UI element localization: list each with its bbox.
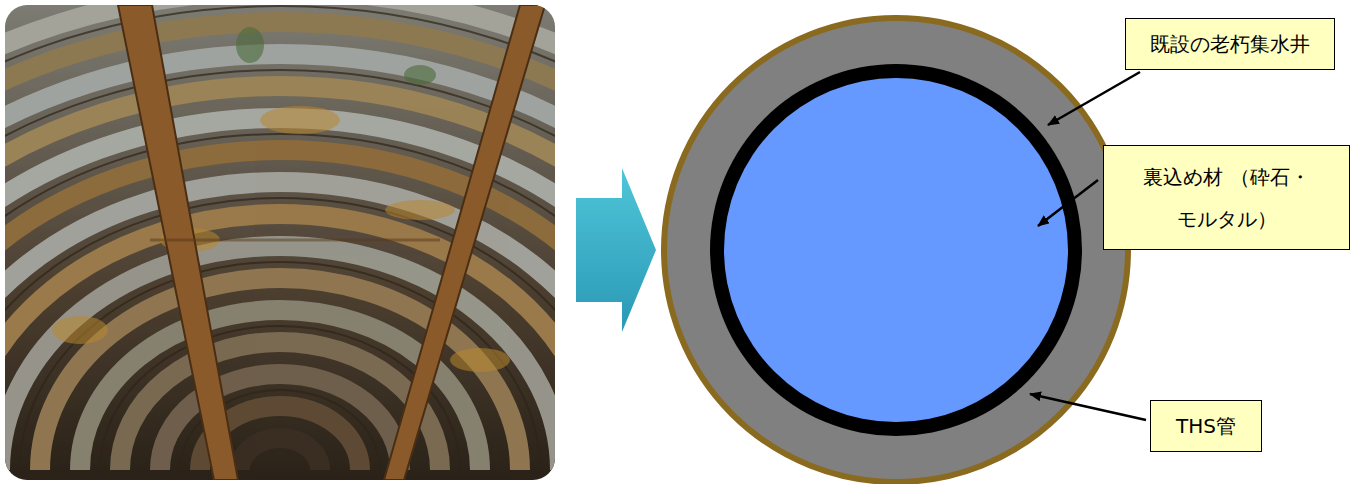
transition-arrow [576,168,656,332]
label-text: THS管 [1176,413,1236,439]
label-box: 裏込め材 （砕石・モルタル） [1103,145,1350,250]
well-photo [5,5,555,480]
well-cross-section [664,18,1128,482]
label-text: 既設の老朽集水井 [1150,31,1310,57]
label-box: THS管 [1150,400,1262,452]
label-text: 裏込め材 （砕石・モルタル） [1104,156,1349,240]
label-box: 既設の老朽集水井 [1125,18,1335,70]
